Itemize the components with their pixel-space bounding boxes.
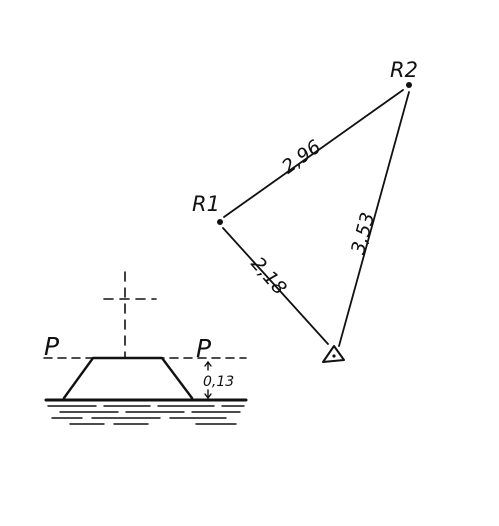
line-r2-station: [338, 91, 410, 347]
ground-hatching: [47, 405, 245, 425]
label-p-right: P: [196, 334, 212, 363]
distance-r2-station: 3,53: [347, 210, 379, 257]
triangulation-diagram: R1 R2 2,96 3,53 2,18: [192, 58, 418, 363]
label-r1: R1: [192, 192, 220, 216]
distance-r1-r2: 2,96: [278, 136, 325, 179]
station-triangle-icon: [322, 345, 345, 363]
line-r1-r2: [223, 89, 404, 218]
point-r1-dot: [217, 219, 223, 225]
point-r2-dot: [406, 82, 412, 88]
benchmark-monument: [62, 356, 194, 400]
height-value: 0,13: [203, 374, 234, 390]
height-dimension: [204, 361, 212, 399]
benchmark-diagram: P P 0,13: [43, 271, 248, 425]
label-p-left: P: [44, 332, 60, 361]
line-r1-station: [222, 227, 329, 345]
label-r2: R2: [390, 58, 418, 82]
